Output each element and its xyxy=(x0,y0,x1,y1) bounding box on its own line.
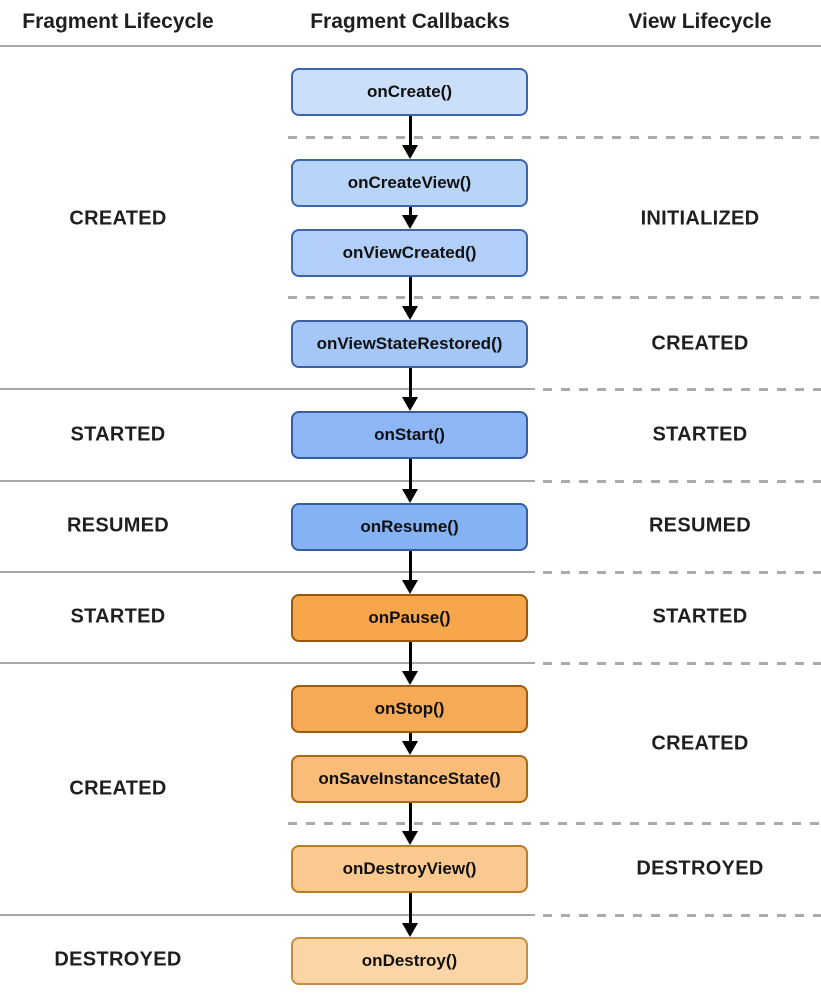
callback-label: onPause() xyxy=(368,608,451,627)
row-divider-solid-line xyxy=(0,480,535,482)
flow-arrow-shaft xyxy=(409,640,412,673)
callback-box-onstop: onStop() xyxy=(291,685,528,733)
callback-label: onSaveInstanceState() xyxy=(318,769,501,788)
row-divider-solid-line xyxy=(0,45,821,47)
arrow-down-icon xyxy=(402,215,419,229)
flow-arrow-shaft xyxy=(409,731,412,743)
row-divider-solid-line xyxy=(0,388,535,390)
callback-label: onCreateView() xyxy=(347,173,472,192)
row-divider-dashed-line xyxy=(543,914,821,917)
row-divider-dashed-line xyxy=(288,822,821,825)
callback-label: onStart() xyxy=(374,425,445,444)
flow-arrow-shaft xyxy=(409,891,412,925)
row-divider-solid-line xyxy=(0,662,535,664)
view-state-label-created: CREATED xyxy=(651,332,749,355)
row-divider-dashed-line xyxy=(543,480,821,483)
callback-box-onpause: onPause() xyxy=(291,594,528,642)
flow-arrow-shaft xyxy=(409,205,412,217)
view-state-label-started: STARTED xyxy=(652,605,748,628)
arrow-down-icon xyxy=(402,306,419,320)
callback-box-oncreateview: onCreateView() xyxy=(291,159,528,207)
callback-box-onstart: onStart() xyxy=(291,411,528,459)
callback-label: onCreate() xyxy=(366,82,452,101)
flow-arrow-shaft xyxy=(409,366,412,399)
row-divider-dashed-line xyxy=(288,136,821,139)
callback-box-onviewcreated: onViewCreated() xyxy=(291,229,528,277)
callback-label: onStop() xyxy=(374,699,445,718)
fragment-state-label-resumed: RESUMED xyxy=(66,514,170,537)
arrow-down-icon xyxy=(402,671,419,685)
view-state-label-created: CREATED xyxy=(651,732,749,755)
flow-arrow-shaft xyxy=(409,275,412,308)
flow-arrow-shaft xyxy=(409,549,412,582)
view-state-label-started: STARTED xyxy=(652,423,748,446)
fragment-state-label-destroyed: DESTROYED xyxy=(54,948,182,971)
callback-label: onDestroyView() xyxy=(342,859,477,878)
callback-box-ondestroy: onDestroy() xyxy=(291,937,528,985)
row-divider-dashed-line xyxy=(543,571,821,574)
fragment-state-label-created: CREATED xyxy=(69,207,167,230)
flow-arrow-shaft xyxy=(409,457,412,491)
column-header-view-lifecycle: View Lifecycle xyxy=(628,10,772,33)
arrow-down-icon xyxy=(402,923,419,937)
arrow-down-icon xyxy=(402,489,419,503)
fragment-state-label-started: STARTED xyxy=(70,605,166,628)
view-state-label-resumed: RESUMED xyxy=(648,514,752,537)
row-divider-dashed-line xyxy=(543,388,821,391)
arrow-down-icon xyxy=(402,580,419,594)
callback-box-onviewstaterestored: onViewStateRestored() xyxy=(291,320,528,368)
callback-label: onDestroy() xyxy=(361,951,458,970)
callback-box-ondestroyview: onDestroyView() xyxy=(291,845,528,893)
flow-arrow-shaft xyxy=(409,801,412,833)
callback-box-oncreate: onCreate() xyxy=(291,68,528,116)
row-divider-dashed-line xyxy=(543,662,821,665)
callback-box-onresume: onResume() xyxy=(291,503,528,551)
view-state-label-destroyed: DESTROYED xyxy=(636,857,764,880)
callback-box-onsaveinstancestate: onSaveInstanceState() xyxy=(291,755,528,803)
view-state-label-initialized: INITIALIZED xyxy=(640,207,760,230)
arrow-down-icon xyxy=(402,145,419,159)
arrow-down-icon xyxy=(402,831,419,845)
fragment-state-label-started: STARTED xyxy=(70,423,166,446)
flow-arrow-shaft xyxy=(409,114,412,147)
callback-label: onViewCreated() xyxy=(342,243,477,262)
callback-label: onResume() xyxy=(360,517,459,536)
arrow-down-icon xyxy=(402,741,419,755)
row-divider-solid-line xyxy=(0,914,535,916)
arrow-down-icon xyxy=(402,397,419,411)
callback-label: onViewStateRestored() xyxy=(316,334,503,353)
column-header-fragment-lifecycle: Fragment Lifecycle xyxy=(22,10,214,33)
row-divider-dashed-line xyxy=(288,296,821,299)
row-divider-solid-line xyxy=(0,571,535,573)
fragment-state-label-created: CREATED xyxy=(69,777,167,800)
column-header-fragment-callbacks: Fragment Callbacks xyxy=(310,10,510,33)
